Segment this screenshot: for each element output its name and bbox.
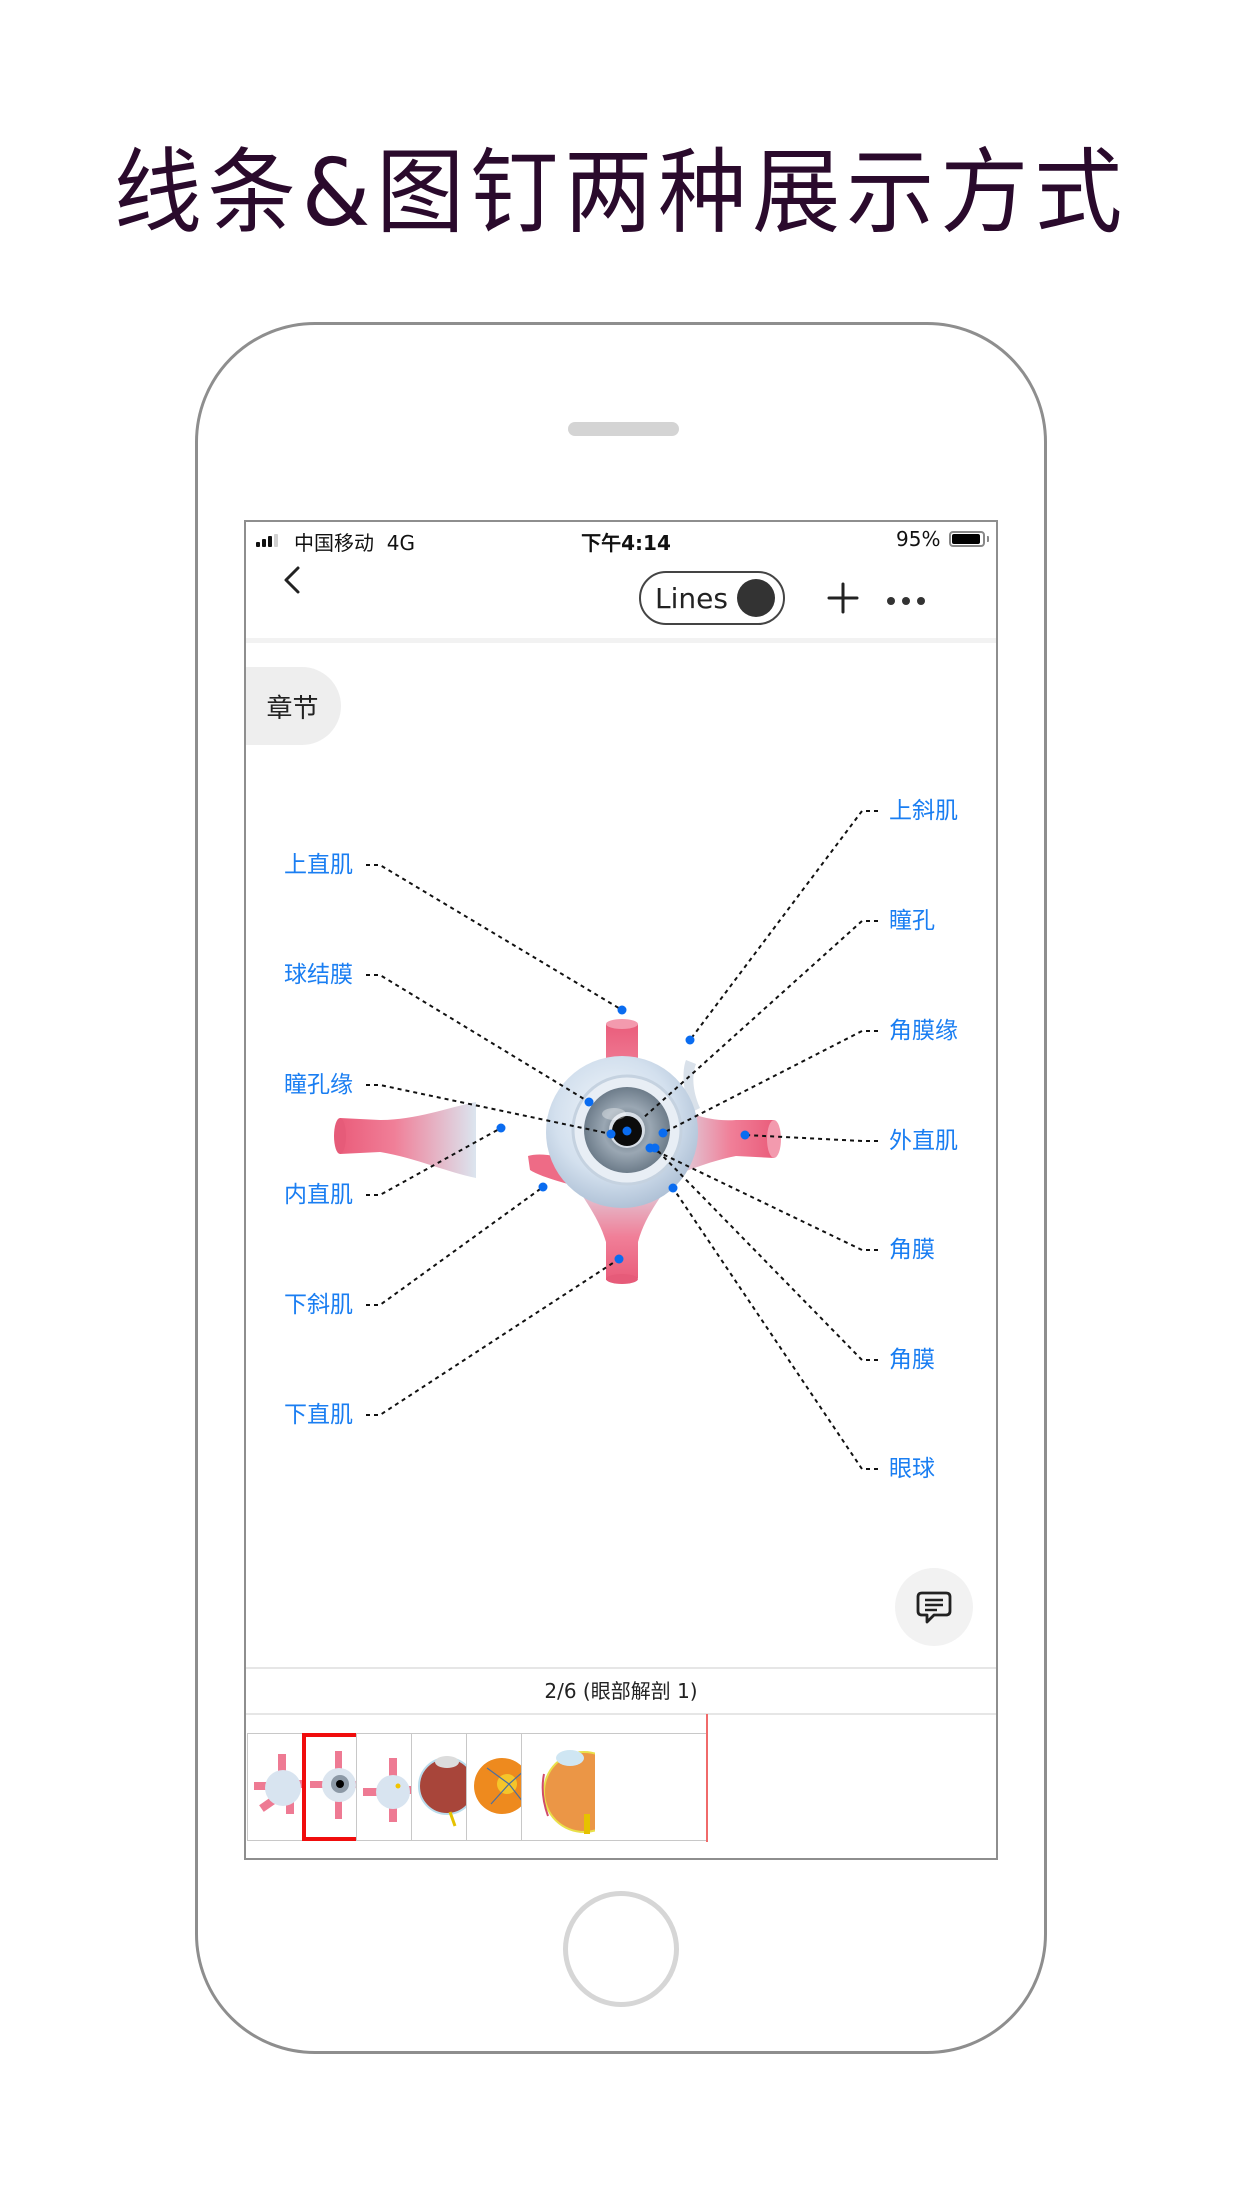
more-button[interactable] [886, 592, 926, 605]
home-button[interactable] [563, 1891, 679, 2007]
chat-bubble-icon [916, 1591, 952, 1624]
pager-divider-top [246, 1667, 996, 1669]
label-inferior-rectus[interactable]: 下直肌 [284, 1402, 353, 1428]
pin-icon [668, 1183, 678, 1193]
signal-icon [256, 534, 278, 547]
pin-icon [685, 1035, 695, 1045]
pin-icon [584, 1097, 594, 1107]
label-cornea[interactable]: 角膜 [889, 1237, 935, 1263]
retina-fundus-thumbnail [474, 1758, 530, 1814]
pin-icon [538, 1182, 548, 1192]
lines-pins-toggle[interactable]: Lines [639, 571, 785, 625]
pins [496, 1005, 750, 1264]
add-button[interactable] [823, 578, 863, 618]
leader-lines [366, 810, 878, 1470]
pin-icon [496, 1123, 506, 1133]
thumbnail-4[interactable] [411, 1733, 484, 1841]
label-pupillary-margin[interactable]: 瞳孔缘 [284, 1072, 353, 1098]
carrier-name: 中国移动 4G [294, 531, 415, 555]
comment-button[interactable] [895, 1568, 973, 1646]
battery-tip [987, 536, 989, 542]
pin-icon [740, 1130, 750, 1140]
chapter-button[interactable]: 章节 [246, 667, 341, 745]
toggle-label: Lines [655, 582, 728, 615]
label-pupil[interactable]: 瞳孔 [889, 908, 935, 934]
pin-icon [606, 1129, 616, 1139]
phone-speaker [568, 422, 679, 436]
toggle-knob [737, 579, 775, 617]
headline: 线条&图钉两种展示方式 [113, 138, 1129, 247]
eye-muscle-illustration [334, 1019, 781, 1284]
label-limbus[interactable]: 角膜缘 [889, 1018, 958, 1044]
label-superior-oblique[interactable]: 上斜肌 [889, 798, 958, 824]
label-bulbar-conjunctiva[interactable]: 球结膜 [284, 962, 353, 988]
eye-cross-section-thumbnail [541, 1734, 707, 1839]
label-superior-rectus[interactable]: 上直肌 [284, 852, 353, 878]
pin-icon [622, 1126, 632, 1136]
nav-divider [246, 638, 996, 643]
chevron-left-icon [284, 566, 300, 594]
phone-screen: 中国移动 4G 下午4:14 95% Lines 章节 [244, 520, 998, 1860]
clock: 下午4:14 [581, 531, 671, 555]
pager-divider-bottom [246, 1713, 996, 1715]
label-eyeball[interactable]: 眼球 [889, 1456, 935, 1482]
label-cornea-2[interactable]: 角膜 [889, 1347, 935, 1373]
page-indicator: 2/6 (眼部解剖 1) [544, 1679, 698, 1703]
pin-icon [650, 1143, 660, 1153]
label-inferior-oblique[interactable]: 下斜肌 [284, 1292, 353, 1318]
anatomy-canvas[interactable] [246, 522, 996, 1662]
plus-icon [827, 582, 859, 614]
eyeball-section-thumbnail [418, 1756, 476, 1827]
battery-icon [949, 531, 985, 547]
pin-icon [658, 1128, 668, 1138]
thumbnail-6[interactable] [521, 1733, 707, 1841]
pin-icon [614, 1254, 624, 1264]
label-lateral-rectus[interactable]: 外直肌 [889, 1128, 958, 1154]
status-bar: 中国移动 4G 下午4:14 95% [246, 522, 996, 558]
thumbnail-strip-end [706, 1714, 708, 1842]
battery-percent: 95% [896, 527, 941, 551]
back-button[interactable] [274, 560, 314, 600]
label-medial-rectus[interactable]: 内直肌 [284, 1182, 353, 1208]
ellipsis-icon [887, 597, 925, 605]
pin-icon [617, 1005, 627, 1015]
